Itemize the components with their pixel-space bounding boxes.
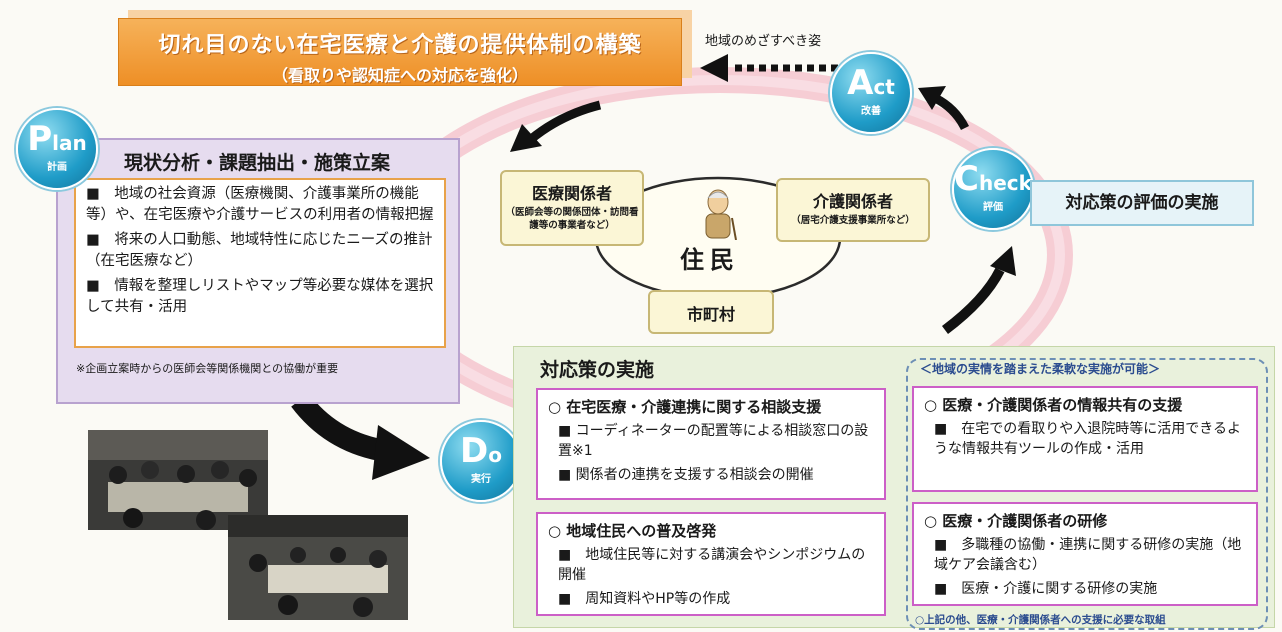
training-box: ○ 医療・介護関係者の研修 ■ 多職種の協働・連携に関する研修の実施（地域ケア会… (912, 502, 1258, 606)
do-rest: o (488, 443, 502, 467)
care-stakeholder-box: 介護関係者 （居宅介護支援事業所など） (776, 178, 930, 242)
consult-item: ■ 関係者の連携を支援する相談会の開催 (558, 467, 814, 483)
check-rest: heck (978, 171, 1032, 195)
flexible-label: ＜地域の実情を踏まえた柔軟な実施が可能＞ (920, 362, 1161, 376)
awareness-box: ○ 地域住民への普及啓発 ■ 地域住民等に対する講演会やシンポジウムの開催 ■ … (536, 512, 886, 616)
medical-sub: （医師会等の関係団体・訪問看護等の事業者など） (505, 207, 639, 231)
plan-item: ■ 将来の人口動態、地域特性に応じたニーズの推計（在宅医療など） (86, 232, 433, 269)
do-heading: 対応策の実施 (540, 359, 655, 381)
info-share-title: ○ 医療・介護関係者の情報共有の支援 (924, 396, 1183, 414)
flexible-implementation-frame (906, 358, 1268, 630)
do-sub: 実行 (471, 474, 491, 485)
check-letter: C (954, 159, 979, 199)
plan-letter: P (27, 119, 53, 159)
title-sub: （看取りや認知症への対応を強化） (271, 66, 528, 85)
check-sub: 評価 (983, 202, 1003, 213)
act-circle: Act 改善 (830, 52, 912, 134)
vision-label: 地域のめざすべき姿 (705, 34, 822, 49)
info-share-item: ■ 在宅での看取りや入退院時等に活用できるような情報共有ツールの作成・活用 (934, 421, 1241, 457)
arrow-icon (918, 86, 970, 131)
title-main: 切れ目のない在宅医療と介護の提供体制の構築 (158, 33, 642, 58)
training-item: ■ 多職種の協働・連携に関する研修の実施（地域ケア会議含む） (934, 537, 1242, 573)
awareness-title: ○ 地域住民への普及啓発 (548, 522, 717, 540)
meeting-photo (228, 515, 408, 620)
training-item: ■ 医療・介護に関する研修の実施 (934, 581, 1158, 597)
care-sub: （居宅介護支援事業所など） (791, 215, 915, 226)
medical-title: 医療関係者 (531, 184, 612, 203)
city-label: 市町村 (686, 305, 735, 324)
plan-item: ■ 情報を整理しリストやマップ等必要な媒体を選択して共有・活用 (86, 278, 434, 315)
plan-items-box: ■ 地域の社会資源（医療機関、介護事業所の機能等）や、在宅医療や介護サービスの利… (74, 178, 446, 348)
awareness-item: ■ 周知資料やHP等の作成 (558, 591, 731, 607)
care-title: 介護関係者 (812, 192, 893, 211)
plan-rest: lan (52, 131, 87, 155)
do-letter: D (460, 431, 489, 471)
training-title: ○ 医療・介護関係者の研修 (924, 512, 1108, 530)
consult-title: ○ 在宅医療・介護連携に関する相談支援 (548, 398, 822, 416)
act-rest: ct (873, 75, 895, 99)
do-circle: Do 実行 (440, 420, 522, 502)
city-box: 市町村 (648, 290, 774, 334)
check-label-box: 対応策の評価の実施 (1030, 180, 1254, 226)
plan-heading: 現状分析・課題抽出・施策立案 (124, 152, 391, 174)
plan-circle: Plan 計画 (16, 108, 98, 190)
arrow-icon (941, 246, 1016, 334)
plan-note: ※企画立案時からの医師会等関係機関との協働が重要 (76, 362, 339, 375)
meeting-photo (88, 430, 268, 530)
awareness-item: ■ 地域住民等に対する講演会やシンポジウムの開催 (558, 547, 866, 583)
resident-figure-icon (705, 189, 737, 240)
act-sub: 改善 (861, 106, 881, 117)
plan-item: ■ 地域の社会資源（医療機関、介護事業所の機能等）や、在宅医療や介護サービスの利… (86, 186, 434, 223)
residents-label: 住民 (680, 246, 740, 274)
dotted-arrow-icon (700, 54, 838, 82)
medical-stakeholder-box: 医療関係者 （医師会等の関係団体・訪問看護等の事業者など） (500, 170, 644, 246)
check-circle: Check 評価 (952, 148, 1034, 230)
title-banner: 切れ目のない在宅医療と介護の提供体制の構築 （看取りや認知症への対応を強化） (118, 18, 682, 86)
consult-support-box: ○ 在宅医療・介護連携に関する相談支援 ■ コーディネーターの配置等による相談窓… (536, 388, 886, 500)
arrow-icon (510, 100, 602, 152)
consult-item: ■ コーディネーターの配置等による相談窓口の設置※1 (558, 423, 869, 459)
plan-sub: 計画 (47, 162, 67, 173)
info-share-box: ○ 医療・介護関係者の情報共有の支援 ■ 在宅での看取りや入退院時等に活用できる… (912, 386, 1258, 492)
other-efforts-note: ○上記の他、医療・介護関係者への支援に必要な取組 (915, 614, 1166, 626)
act-letter: A (847, 63, 874, 103)
arrow-icon (291, 393, 430, 480)
